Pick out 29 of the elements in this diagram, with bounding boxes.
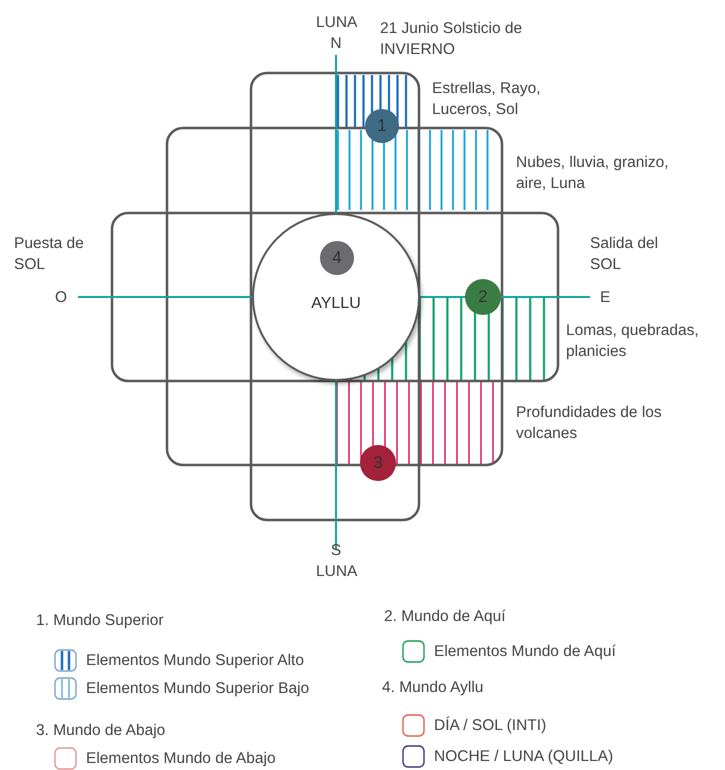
legend-heading: 2. Mundo de Aquí bbox=[384, 607, 507, 627]
ayllu-circle bbox=[252, 213, 420, 381]
number-badge: 3 bbox=[360, 445, 396, 481]
number-badge: 1 bbox=[365, 109, 399, 143]
note: Profundidades de los volcanes bbox=[516, 403, 663, 444]
note: Nubes, lluvia, granizo, aire, Luna bbox=[516, 153, 670, 194]
legend-label: Elementos Mundo de Aquí bbox=[434, 642, 616, 662]
legend-label: Elementos Mundo Superior Bajo bbox=[86, 679, 310, 699]
circle-label: AYLLU bbox=[311, 295, 361, 313]
legend-label: NOCHE / LUNA (QUILLA) bbox=[434, 747, 614, 767]
legend-heading: 1. Mundo Superior bbox=[36, 611, 165, 631]
note: Salida del SOL bbox=[590, 234, 660, 275]
direction-label: E bbox=[600, 288, 612, 308]
note: 21 Junio Solsticio de INVIERNO bbox=[380, 19, 524, 60]
direction-label: LUNA bbox=[316, 562, 356, 582]
legend-label: DÍA / SOL (INTI) bbox=[434, 716, 546, 736]
note: Lomas, quebradas, planicies bbox=[566, 321, 700, 362]
note: Puesta de SOL bbox=[14, 234, 85, 275]
number-badge: 4 bbox=[320, 241, 354, 275]
legend-label: Elementos Mundo de Abajo bbox=[86, 749, 276, 769]
number-badge: 2 bbox=[465, 279, 501, 315]
legend-heading: 3. Mundo de Abajo bbox=[36, 721, 166, 741]
note: Estrellas, Rayo, Luceros, Sol bbox=[432, 79, 542, 120]
direction-label: N bbox=[329, 34, 343, 54]
direction-label: O bbox=[55, 288, 68, 308]
direction-label: S bbox=[330, 541, 342, 561]
legend-label: Elementos Mundo Superior Alto bbox=[86, 651, 304, 671]
direction-label: LUNA bbox=[316, 13, 356, 33]
legend-heading: 4. Mundo Ayllu bbox=[382, 678, 484, 698]
